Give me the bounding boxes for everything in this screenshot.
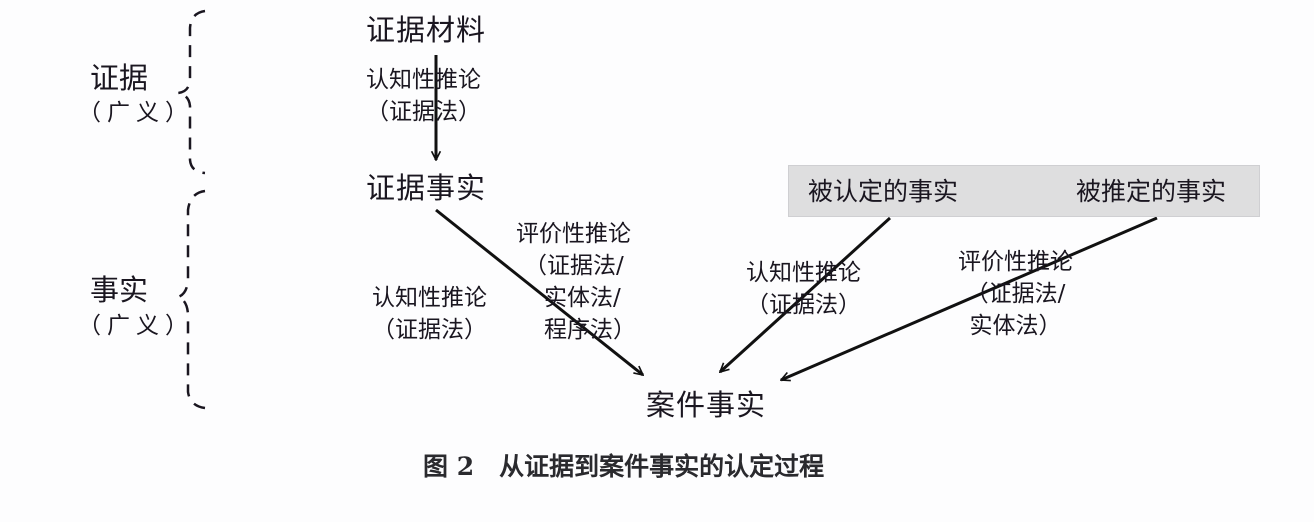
node-evidence-fact: 证据事实 [366, 171, 487, 205]
edge-label-presumed-to-case: 评价性推论 （证据法/ 实体法） [958, 249, 1073, 339]
arrow-presumed-fact-to-case-fact [781, 216, 1158, 380]
edge-label-material-to-evidence: 认知性推论 （证据法） [366, 67, 481, 125]
edge-label-recognized-to-case: 认知性推论 （证据法） [746, 260, 861, 318]
arrow-evidence-fact-to-case-fact [435, 208, 643, 377]
presumed-fact-label: 被推定的事实 [1076, 177, 1227, 206]
figure-caption: 图 2 从证据到案件事实的认定过程 [423, 452, 825, 481]
recognized-fact-label: 被认定的事实 [808, 177, 959, 206]
edge-label-evidence-to-case-cognitive: 认知性推论 （证据法） [372, 285, 487, 343]
evidence-broad-subtitle: （广义） [78, 100, 194, 126]
facts-brace-icon [174, 189, 206, 410]
node-case-fact: 案件事实 [646, 388, 767, 422]
evidence-broad-title: 证据 [90, 61, 149, 95]
edge-label-evidence-to-case-evaluative: 评价性推论 （证据法/ 实体法/ 程序法） [516, 221, 636, 343]
facts-broad-title: 事实 [90, 273, 149, 307]
evidence-brace-icon [177, 9, 206, 175]
facts-broad-subtitle: （广义） [78, 313, 194, 339]
node-evidence-material: 证据材料 [366, 13, 487, 47]
arrow-recognized-fact-to-case-fact [720, 216, 892, 372]
fact-source-box [788, 165, 1260, 217]
